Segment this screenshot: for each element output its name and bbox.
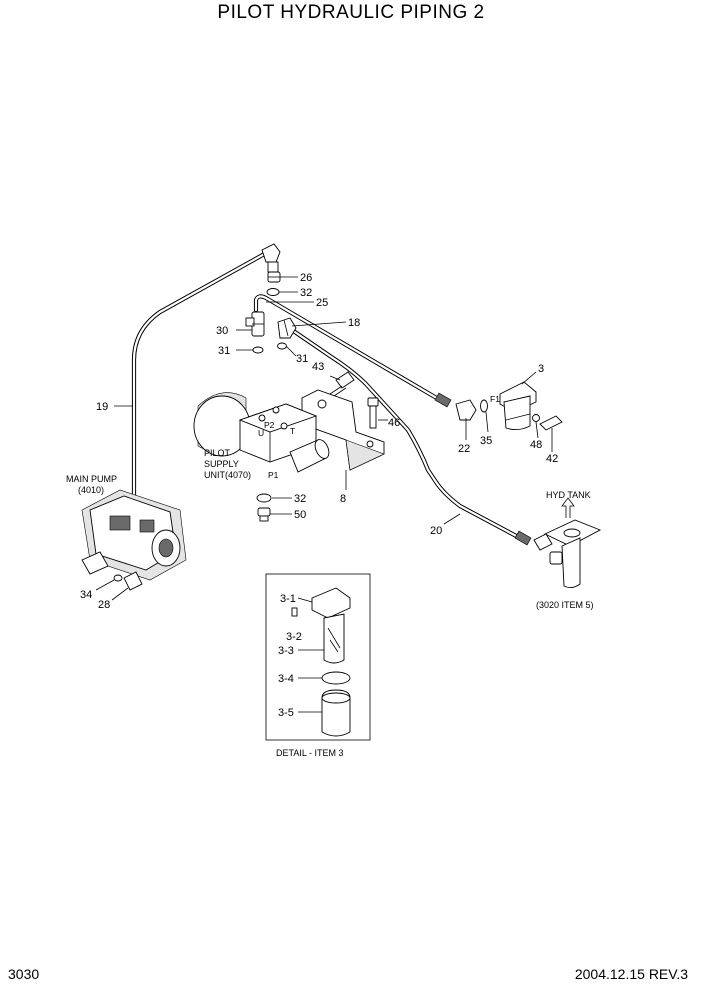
callout-31-left: 31: [218, 345, 230, 357]
callout-34: 34: [80, 589, 92, 601]
callout-20: 20: [430, 525, 442, 537]
filter-3: F1: [490, 381, 537, 431]
callout-46: 46: [388, 417, 400, 429]
callout-26: 26: [300, 272, 312, 284]
callout-25: 25: [316, 297, 328, 309]
callout-35: 35: [480, 435, 492, 447]
elbow-22: [455, 399, 477, 421]
detail-item-3-box: [265, 573, 371, 741]
o-ring-32-upper: [266, 288, 280, 296]
port-p1-label: P1: [268, 470, 279, 480]
callout-31-right: 31: [296, 353, 308, 365]
tee-fitting-30: [245, 311, 265, 337]
port-u-label: U: [258, 428, 264, 438]
callout-3-2: 3-2: [286, 631, 302, 643]
hyd-tank-port: [533, 497, 602, 589]
callout-28: 28: [98, 599, 110, 611]
o-ring-32-lower: [256, 493, 272, 503]
callout-22: 22: [458, 443, 470, 455]
callout-48: 48: [530, 439, 542, 451]
hyd-tank-label: HYD TANK: [546, 490, 591, 500]
washer-48: [532, 414, 540, 422]
callout-50: 50: [294, 509, 306, 521]
detail-caption: DETAIL - ITEM 3: [276, 748, 344, 758]
callout-32-upper: 32: [300, 287, 312, 299]
pipe-25: [253, 294, 452, 408]
main-pump-label: MAIN PUMP: [66, 474, 117, 484]
elbow-fitting-top: [261, 243, 281, 273]
main-pump-ref-label: (4010): [78, 485, 104, 495]
revision-date: 2004.12.15 REV.3: [574, 966, 688, 982]
callout-42: 42: [546, 453, 558, 465]
callout-19: 19: [96, 401, 108, 413]
pipe-18: [289, 327, 532, 546]
o-ring-31-right: [277, 342, 287, 350]
supply-label: SUPPLY: [204, 459, 239, 469]
callout-3-4: 3-4: [278, 673, 294, 685]
unit-label: UNIT(4070): [204, 470, 251, 480]
elbow-fitting-31: [277, 317, 297, 339]
callout-43: 43: [312, 361, 324, 373]
callout-3-3: 3-3: [278, 645, 294, 657]
callout-32-lower: 32: [294, 493, 306, 505]
o-ring-31-left: [252, 346, 264, 354]
bolt-43: [329, 371, 355, 397]
o-ring-35: [480, 399, 488, 413]
leader-lines: [95, 276, 553, 713]
bracket-8: [301, 389, 385, 471]
callout-3-1: 3-1: [280, 593, 296, 605]
callout-30: 30: [216, 325, 228, 337]
bolt-42: [539, 415, 563, 431]
callout-3: 3: [538, 363, 544, 375]
adapter-26: [267, 271, 281, 283]
tank-ref-label: (3020 ITEM 5): [536, 600, 594, 610]
port-p2-label: P2: [264, 420, 275, 430]
main-pump: [81, 489, 187, 591]
callout-8: 8: [340, 493, 346, 505]
callout-18: 18: [348, 317, 360, 329]
pilot-label: PILOT: [204, 448, 231, 458]
page-number: 3030: [8, 966, 40, 982]
pilot-supply-unit: P2 T U P1: [193, 392, 330, 480]
callout-3-5: 3-5: [278, 707, 294, 719]
port-t-label: T: [290, 426, 295, 436]
drawing-title: PILOT HYDRAULIC PIPING 2: [217, 2, 485, 23]
bolt-46: [367, 397, 379, 429]
port-f1-label: F1: [490, 394, 500, 404]
plug-50: [257, 507, 271, 522]
